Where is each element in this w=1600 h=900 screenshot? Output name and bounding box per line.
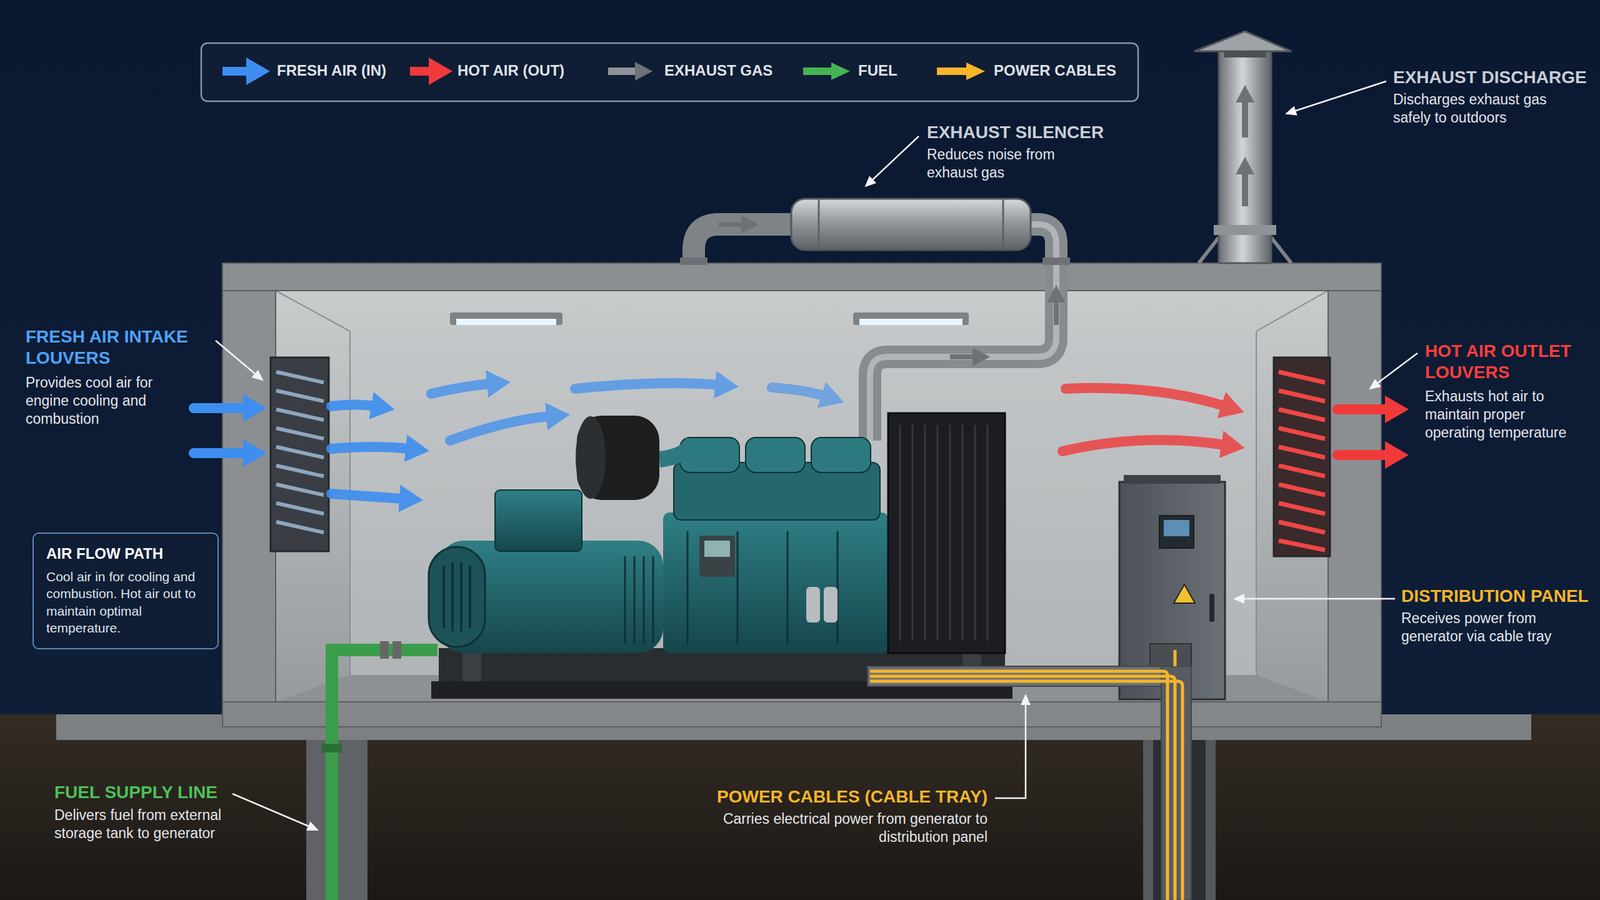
info-box: AIR FLOW PATH Cool air in for cooling and… [32, 532, 219, 650]
callout-text: Carries electrical power from generator … [687, 810, 988, 847]
legend-text: HOT AIR (OUT) [457, 61, 565, 80]
callout-title: EXHAUST DISCHARGE [1393, 66, 1594, 89]
legend-text: FUEL [858, 61, 898, 80]
legend-text: EXHAUST GAS [664, 61, 773, 80]
legend-text: POWER CABLES [993, 61, 1117, 80]
box-heading: AIR FLOW PATH [46, 543, 205, 564]
callout-text: Provides cool air for engine cooling and… [25, 373, 192, 428]
callout-text: Exhausts hot air to maintain proper oper… [1425, 387, 1588, 442]
callout-text: Receives power from generator via cable … [1401, 609, 1589, 646]
callout-title: POWER CABLES (CABLE TRAY) [687, 786, 988, 808]
callout-title: DISTRIBUTION PANEL [1401, 585, 1597, 607]
callout-text: Discharges exhaust gas safely to outdoor… [1393, 90, 1581, 127]
box-text: Cool air in for cooling and combustion. … [46, 568, 205, 637]
callout-title: FRESH AIR INTAKE LOUVERS [25, 326, 214, 369]
callout-title: HOT AIR OUTLET LOUVERS [1425, 340, 1595, 383]
callout-title: FUEL SUPPLY LINE [54, 781, 242, 804]
callout-title: EXHAUST SILENCER [926, 121, 1165, 144]
callout-text: Reduces noise from exhaust gas [926, 145, 1090, 182]
callout-text: Delivers fuel from external storage tank… [54, 806, 242, 843]
legend-text: FRESH AIR (IN) [276, 61, 387, 80]
